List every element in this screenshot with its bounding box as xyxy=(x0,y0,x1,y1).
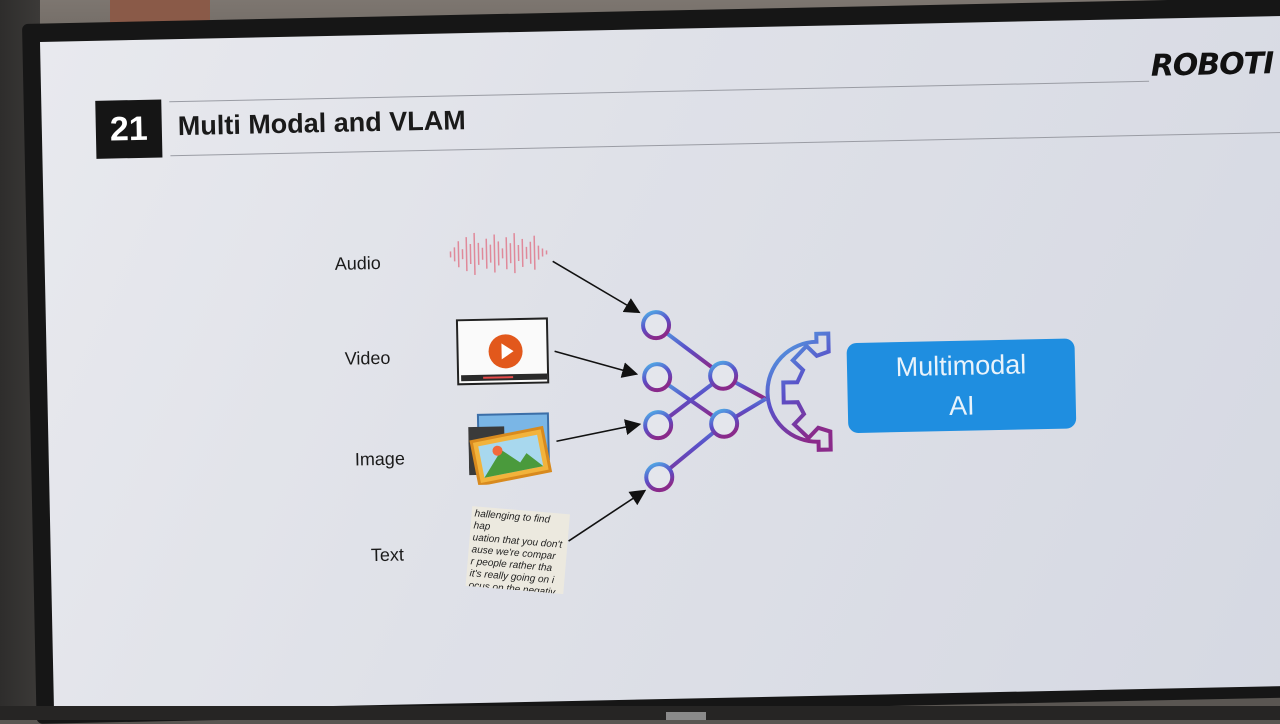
arrow-image xyxy=(556,425,638,442)
gear-icon xyxy=(766,334,830,451)
arrow-audio xyxy=(553,260,638,314)
ai-box-line2: AI xyxy=(847,383,1076,428)
tv-stand xyxy=(666,712,706,720)
neural-network-icon xyxy=(643,309,832,491)
arrow-video xyxy=(555,350,635,376)
input-arrows xyxy=(553,260,645,542)
arrow-text xyxy=(568,491,645,541)
multimodal-ai-box: Multimodal AI xyxy=(846,338,1076,433)
tv-bottom-bezel xyxy=(0,706,1280,720)
network-diagram xyxy=(40,15,1280,712)
ai-box-line1: Multimodal xyxy=(847,343,1076,388)
presentation-screen: ROBOTI 21 Multi Modal and VLAM Audio Vid… xyxy=(40,15,1280,712)
